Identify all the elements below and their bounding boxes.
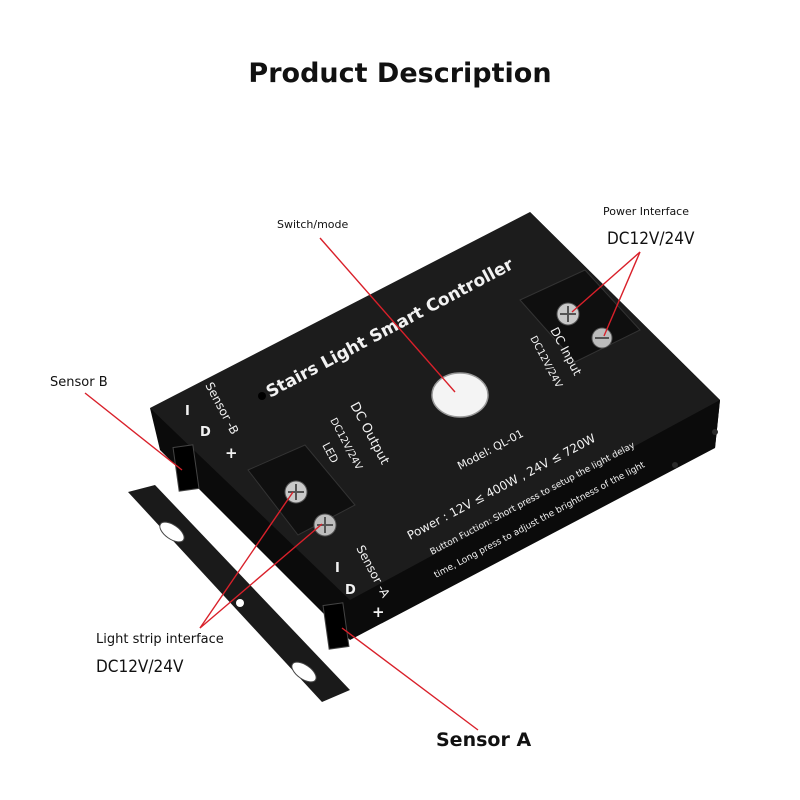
flange-slot-top: [159, 521, 185, 543]
callout-sensor-a: Sensor A: [436, 729, 532, 751]
callout-line-power-1: [571, 251, 641, 313]
callout-line-sensor-b: [84, 392, 183, 471]
callout-power-interface: Power Interface: [603, 205, 690, 218]
callout-light-strip-voltage: DC12V/24V: [96, 657, 184, 677]
print-sensor-b-pin-plus: +: [225, 444, 238, 462]
dc-input-terminal: [519, 269, 641, 363]
callout-line-light-2: [199, 523, 323, 629]
callout-line-sensor-a: [341, 627, 479, 731]
flange-hole: [236, 599, 244, 607]
print-sensor-b-pin-i: I: [185, 404, 190, 419]
flange-slot-bottom: [291, 661, 317, 683]
callout-line-light-1: [199, 491, 294, 629]
page-title: Product Description: [248, 58, 552, 89]
callout-light-strip-interface: Light strip interface: [96, 632, 224, 647]
callout-sensor-b: Sensor B: [50, 375, 108, 390]
callout-power-voltage: DC12V/24V: [607, 229, 695, 249]
switch-button: [431, 372, 489, 418]
print-sensor-a-pin-i: I: [335, 561, 340, 576]
sensor-a-port: [322, 602, 350, 650]
sensor-b-port: [172, 444, 200, 492]
print-sensor-a-pin-plus: +: [372, 603, 385, 621]
print-sensor-a-pin-d: D: [345, 583, 356, 598]
print-sensor-b-pin-d: D: [200, 425, 211, 440]
callout-switch-mode: Switch/mode: [277, 218, 349, 231]
callout-line-switch: [319, 237, 456, 393]
callout-line-power-2: [603, 251, 641, 337]
dc-output-terminal: [247, 444, 356, 537]
